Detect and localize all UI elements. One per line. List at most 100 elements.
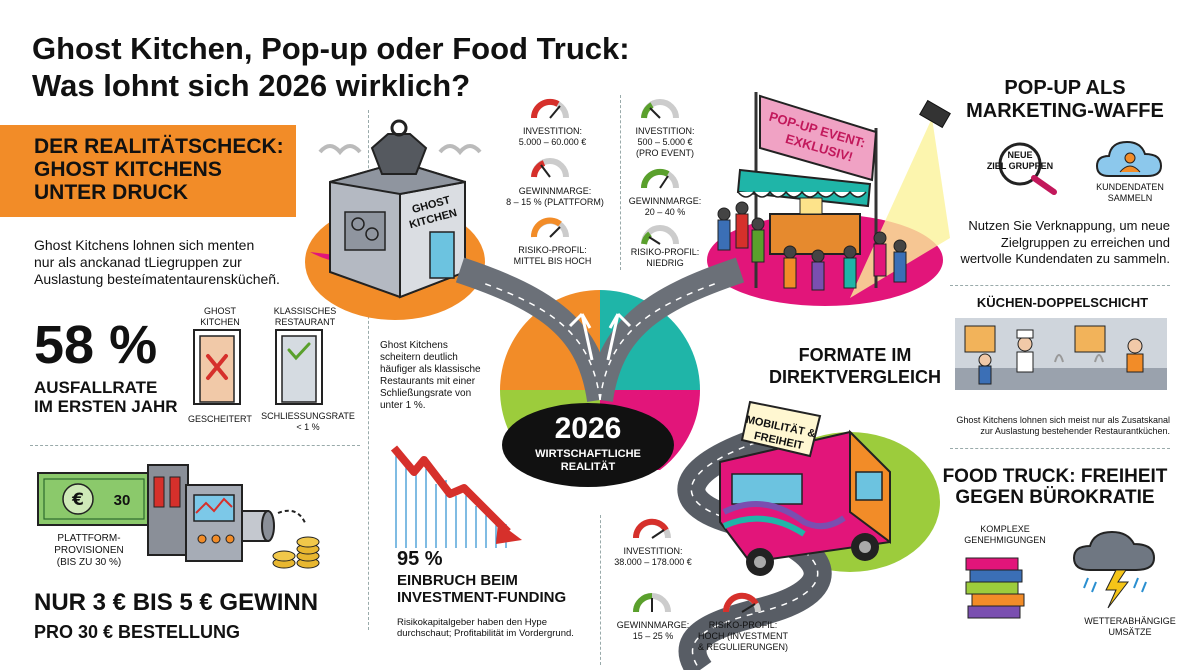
popup-text-1: Nutzen Sie Verknappung, um neue xyxy=(968,218,1170,233)
failure-label-1: AUSFALLRATE xyxy=(34,378,158,397)
ghost-invest-value: 5.000 – 60.000 € xyxy=(518,136,587,147)
gauge-ghost-risk-icon xyxy=(531,217,569,238)
crowd-icon xyxy=(717,201,907,291)
reality-check-banner xyxy=(0,125,296,217)
popup-risk-metric: RISIKO-PROFIL: NIEDRIG xyxy=(625,247,705,269)
center-badge xyxy=(502,403,674,487)
restaurant-door-icon xyxy=(275,329,323,405)
formate-heading: FORMATE IM DIREKTVERGLEICH xyxy=(765,345,945,388)
door-restaurant-heading: KLASSISCHES RESTAURANT xyxy=(265,306,345,328)
magnifier-icon xyxy=(998,142,1057,195)
cloud-user-icon xyxy=(1095,140,1163,177)
spotlight-icon xyxy=(919,99,951,129)
popup-risk-label: RISIKO-PROFIL: xyxy=(630,247,700,257)
kitchen-text-2: zur Auslastung bestehender Restaurantküc… xyxy=(980,425,1170,436)
weather-label: WETTERABHÄNGIGE UMSÄTZE xyxy=(1080,616,1180,638)
ghost-kitchen-door-icon xyxy=(193,329,241,405)
investment-text-2: durchschaut; Profitabilität im Vordergru… xyxy=(397,628,574,640)
divider xyxy=(620,95,621,270)
investment-label-2: INVESTMENT-FUNDING xyxy=(397,588,567,606)
center-note-4: Restaurants mit einer xyxy=(380,376,476,387)
market-stall-icon xyxy=(736,168,872,255)
door2-head-1: KLASSISCHES xyxy=(273,306,337,316)
reality-check-text: Ghost Kitchens lohnen sich menten nur al… xyxy=(34,237,280,287)
binder-label: KOMPLEXE GENEHMIGUNGEN xyxy=(960,524,1050,546)
truck-margin-value: 15 – 25 % xyxy=(632,630,674,641)
door-ghost-caption: GESCHEITERT xyxy=(188,414,252,424)
reality-text-3: Auslastung besteímatentaurenskücheñ. xyxy=(34,270,280,287)
lens-label-1: NEUE xyxy=(1007,150,1033,160)
popup-heading-1: POP-UP ALS xyxy=(1004,77,1126,99)
divider xyxy=(600,515,601,665)
cloud-label: KUNDENDATEN SAMMELN xyxy=(1090,182,1170,204)
door2-head-2: RESTAURANT xyxy=(274,316,336,327)
gauge-ghost-investment-icon xyxy=(530,98,569,119)
food-truck-illustration: MOBILITÄT & FREIHEIT xyxy=(677,400,940,670)
binders-icon xyxy=(965,557,1025,619)
falling-chart-icon xyxy=(390,445,522,548)
platform-caption: PLATTFORM- PROVISIONEN (BIS ZU 30 %) xyxy=(34,533,144,569)
truck-margin-label: GEWINNMARGE: xyxy=(616,620,690,630)
gauge-truck-margin-icon xyxy=(633,593,671,613)
truck-heading: FOOD TRUCK: FREIHEIT GEGEN BÜROKRATIE xyxy=(935,466,1175,509)
center-subtitle: WIRTSCHAFTLICHE REALITÄT xyxy=(498,448,678,473)
truck-risk-metric: RISIKO-PROFIL: HOCH (INVESTMENT & REGULI… xyxy=(698,620,788,652)
ghost-risk-label: RISIKO-PROFIL: xyxy=(518,245,587,255)
door-ghost-heading: GHOST KITCHEN xyxy=(190,306,250,328)
food-truck-icon xyxy=(719,400,891,576)
page-title: Ghost Kitchen, Pop-up oder Food Truck: W… xyxy=(32,30,630,104)
shredder-machine-icon xyxy=(147,464,275,562)
svg-text:€: € xyxy=(71,490,84,510)
divider xyxy=(30,445,360,446)
failure-label-2: IM ERSTEN JAHR xyxy=(34,397,178,417)
binder-label-2: GENEHMIGUNGEN xyxy=(964,534,1046,545)
truck-risk-value-1: HOCH (INVESTMENT xyxy=(698,630,788,641)
ghost-margin-value: 8 – 15 % (PLATTFORM) xyxy=(506,196,604,207)
divider xyxy=(950,285,1170,286)
truck-invest-label: INVESTITION: xyxy=(623,546,683,556)
ghost-investment-metric: INVESTITION: 5.000 – 60.000 € xyxy=(505,126,600,148)
banner-line-3: UNTER DRUCK xyxy=(34,181,188,205)
popup-stand-illustration: POP-UP EVENT: EXKLUSIV! xyxy=(707,92,951,306)
divider xyxy=(368,110,369,630)
center-note-3: häufiger als klassische xyxy=(380,364,481,375)
investment-label: EINBRUCH BEIM INVESTMENT-FUNDING xyxy=(397,572,567,607)
center-note-5: Schließungsrate von xyxy=(380,388,472,399)
door2-caption-2: < 1 % xyxy=(296,421,320,432)
ghost-risk-value: MITTEL BIS HOCH xyxy=(513,255,592,266)
reality-text-1: Ghost Kitchens lohnen sich menten xyxy=(34,237,255,253)
cloud-label-2: SAMMELN xyxy=(1107,192,1153,203)
kitchen-text-1: Ghost Kitchens lohnen sich meist nur als… xyxy=(956,415,1170,425)
popup-text: Nutzen Sie Verknappung, um neue Zielgrup… xyxy=(955,218,1170,268)
coins-icon xyxy=(272,536,320,569)
ghost-margin-metric: GEWINNMARGE: 8 – 15 % (PLATTFORM) xyxy=(505,186,605,208)
popup-text-3: wertvolle Kundendaten zu sammeln. xyxy=(960,251,1170,267)
road-curve-icon xyxy=(677,418,832,670)
popup-heading-2: MARKETING-WAFFE xyxy=(966,100,1164,122)
truck-margin-metric: GEWINNMARGE: 15 – 25 % xyxy=(608,620,698,642)
formate-line-2: DIREKTVERGLEICH xyxy=(768,366,941,387)
title-line-2: Was lohnt sich 2026 wirklich? xyxy=(32,68,471,104)
gauge-popup-risk-icon xyxy=(641,225,679,245)
investment-number: 95 % xyxy=(397,548,443,570)
popup-invest-label: INVESTITION: xyxy=(635,126,695,136)
failure-rate-number: 58 % xyxy=(34,315,158,375)
arrow-icon xyxy=(277,509,307,526)
door-restaurant-caption: SCHLIESSUNGSRATE < 1 % xyxy=(256,411,360,433)
gauge-truck-risk-icon xyxy=(722,592,761,613)
divider xyxy=(950,448,1170,449)
door2-caption-1: SCHLIESSUNGSRATE xyxy=(261,411,355,421)
popup-margin-metric: GEWINNMARGE: 20 – 40 % xyxy=(625,196,705,218)
failure-rate-label: AUSFALLRATE IM ERSTEN JAHR xyxy=(34,378,178,416)
popup-invest-value: 500 – 5.000 € xyxy=(637,136,693,147)
ghost-invest-label: INVESTITION: xyxy=(522,126,582,136)
chef-icon xyxy=(1016,329,1034,373)
magnifier-label: NEUE ZIEL GRUPPEN xyxy=(970,150,1070,172)
ghost-kitchen-building-icon xyxy=(318,119,482,299)
center-note-1: Ghost Kitchens xyxy=(380,340,448,351)
road-fork-icon xyxy=(455,257,745,403)
investment-text: Risikokapitalgeber haben den Hype durchs… xyxy=(397,617,574,640)
center-note-2: scheitern deutlich xyxy=(380,352,458,363)
lens-label-2: ZIEL GRUPPEN xyxy=(986,160,1054,171)
banknote-icon: € xyxy=(37,472,151,526)
